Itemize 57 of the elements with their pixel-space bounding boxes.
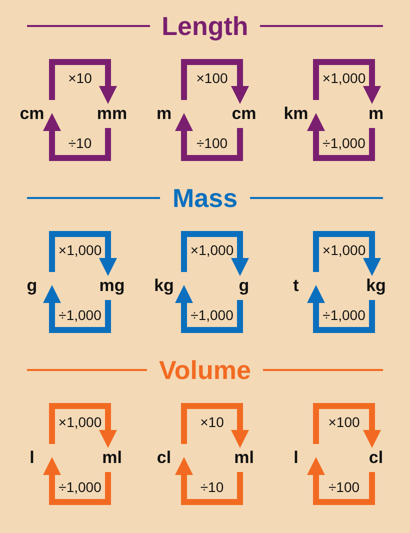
edge-label: ×100	[194, 70, 230, 86]
edge-label: ×1,000	[188, 242, 236, 258]
edge-label: ×1,000	[320, 70, 368, 86]
unit-label: t	[293, 276, 299, 296]
edge-label: ÷1,000	[320, 307, 368, 323]
arrow	[313, 231, 381, 276]
arrow	[181, 231, 249, 276]
unit-label: l	[30, 448, 34, 468]
edge-label: ×1,000	[56, 242, 104, 258]
unit-label: cl	[156, 448, 172, 468]
arrow	[307, 457, 375, 505]
arrow	[43, 457, 111, 505]
arrow	[43, 285, 111, 333]
unit-label: l	[294, 448, 298, 468]
edge-label: ÷10	[66, 135, 94, 151]
edge-label: ×10	[66, 70, 94, 86]
edge-label: ÷1,000	[56, 307, 104, 323]
unit-label: mm	[96, 104, 128, 124]
edge-label: ×1,000	[56, 414, 104, 430]
arrow	[181, 59, 249, 104]
unit-label: km	[284, 104, 308, 124]
unit-label: ml	[102, 448, 122, 468]
unit-label: mg	[99, 276, 125, 296]
edge-label: ÷10	[198, 479, 226, 495]
edge-label: ÷1,000	[320, 135, 368, 151]
unit-label: m	[368, 104, 384, 124]
arrow	[307, 113, 375, 161]
arrow	[49, 59, 117, 104]
arrow	[175, 113, 243, 161]
arrow	[49, 231, 117, 276]
edge-label: ×100	[326, 414, 362, 430]
section-heading: Mass	[172, 182, 238, 214]
section-heading: Length	[162, 10, 248, 42]
unit-label: cm	[20, 104, 44, 124]
unit-label: cl	[368, 448, 384, 468]
unit-label: ml	[234, 448, 254, 468]
edge-label: ×10	[198, 414, 226, 430]
unit-label: kg	[154, 276, 174, 296]
arrow	[175, 285, 243, 333]
arrow	[313, 59, 381, 104]
arrow	[181, 403, 249, 448]
arrow	[49, 403, 117, 448]
unit-label: m	[156, 104, 172, 124]
unit-label: g	[238, 276, 250, 296]
unit-label: cm	[232, 104, 256, 124]
edge-label: ÷100	[326, 479, 362, 495]
edge-label: ×1,000	[320, 242, 368, 258]
edge-label: ÷1,000	[188, 307, 236, 323]
edge-label: ÷100	[194, 135, 230, 151]
section-heading: Volume	[159, 354, 251, 386]
unit-label: g	[26, 276, 38, 296]
unit-label: kg	[366, 276, 386, 296]
arrow	[175, 457, 243, 505]
arrow	[313, 403, 381, 448]
arrow	[43, 113, 111, 161]
edge-label: ÷1,000	[56, 479, 104, 495]
arrow	[307, 285, 375, 333]
